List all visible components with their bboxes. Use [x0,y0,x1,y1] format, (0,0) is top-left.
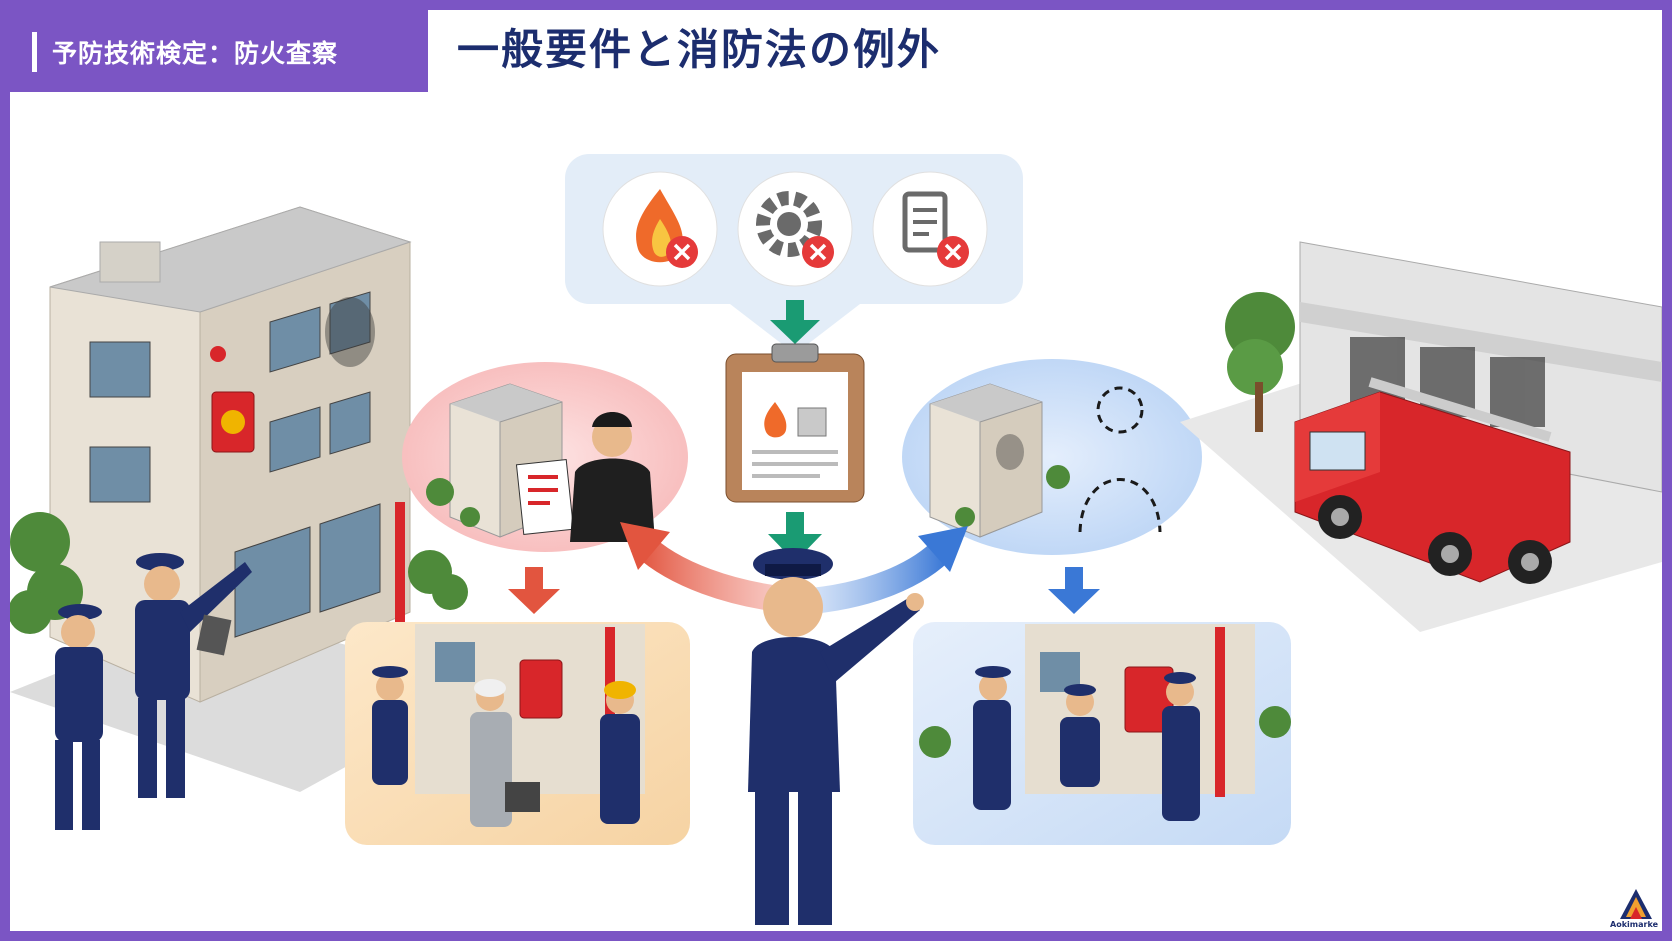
person-outline-icon [1078,386,1162,533]
arrow-down-red [508,567,560,614]
exception-bubble [902,359,1202,555]
official-inspection-panel [913,622,1291,845]
slide-title: 一般要件と消防法の例外 [457,25,942,74]
slide: 予防技術検定：防火査察 一般要件と消防法の例外 [10,10,1662,931]
brand-logo-text: Aokimarke [1610,920,1658,929]
fire-prohibited-icon [602,171,718,287]
brand-logo [1620,889,1652,919]
tag-accent-bar [32,32,37,72]
arrow-down-blue [1048,567,1100,614]
category-label: 予防技術検定：防火査察 [52,39,339,68]
arrow-curve-blue [799,537,955,615]
owner-responsibility-bubble [402,362,688,552]
document-prohibited-icon [872,171,988,287]
owner-inspection-panel [345,622,690,845]
category-tag: 予防技術検定：防火査察 [10,10,428,92]
requirements-panel [565,154,1023,354]
gear-prohibited-icon [737,171,853,287]
fire-station-scene [1180,241,1662,632]
arrow-down-green [768,300,822,562]
illustration [10,154,1662,925]
central-officer [748,548,924,925]
clipboard-icon [725,343,865,503]
